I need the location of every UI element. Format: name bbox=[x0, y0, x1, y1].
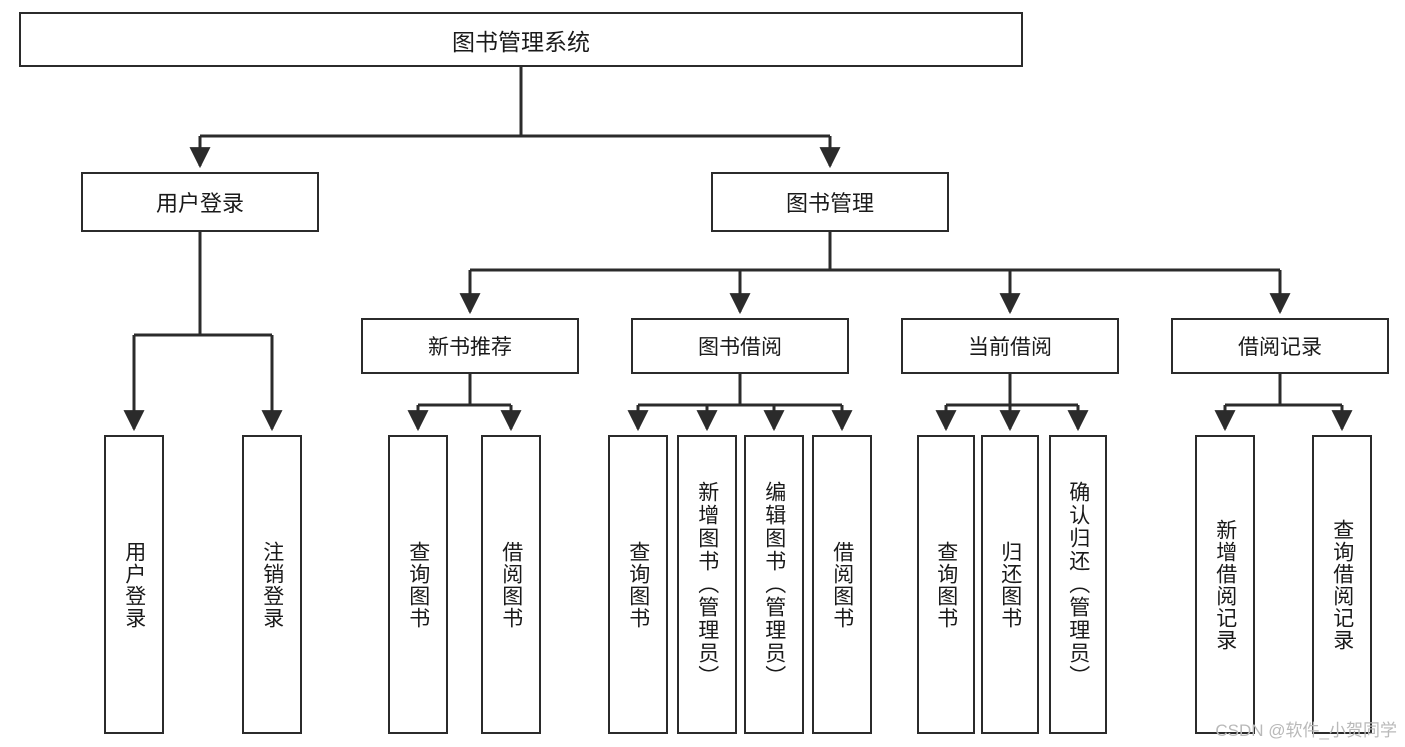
node-new-book-recommend[interactable]: 新书推荐 bbox=[361, 318, 579, 374]
node-leaf-return-book[interactable]: 归还图书 bbox=[981, 435, 1039, 734]
node-leaf-query-record-label: 查询借阅记录 bbox=[1330, 518, 1354, 651]
node-leaf-query-book-3[interactable]: 查询图书 bbox=[917, 435, 975, 734]
node-leaf-user-login-label: 用户登录 bbox=[122, 540, 146, 629]
node-leaf-query-book-2[interactable]: 查询图书 bbox=[608, 435, 668, 734]
node-new-book-recommend-label: 新书推荐 bbox=[428, 336, 512, 359]
node-borrow-record[interactable]: 借阅记录 bbox=[1171, 318, 1389, 374]
node-leaf-user-login[interactable]: 用户登录 bbox=[104, 435, 164, 734]
node-leaf-add-record[interactable]: 新增借阅记录 bbox=[1195, 435, 1255, 734]
node-book-manage[interactable]: 图书管理 bbox=[711, 172, 949, 232]
node-leaf-edit-book[interactable]: 编辑图书（管理员） bbox=[744, 435, 804, 734]
node-leaf-logout-label: 注销登录 bbox=[260, 540, 284, 629]
node-leaf-borrow-book-2-label: 借阅图书 bbox=[830, 540, 854, 629]
node-leaf-add-book[interactable]: 新增图书（管理员） bbox=[677, 435, 737, 734]
node-leaf-query-book-1-label: 查询图书 bbox=[406, 540, 430, 629]
node-borrow-record-label: 借阅记录 bbox=[1238, 336, 1322, 359]
node-root[interactable]: 图书管理系统 bbox=[19, 12, 1023, 67]
node-book-borrow-label: 图书借阅 bbox=[698, 336, 782, 359]
node-leaf-add-record-label: 新增借阅记录 bbox=[1213, 518, 1237, 651]
node-leaf-query-book-1[interactable]: 查询图书 bbox=[388, 435, 448, 734]
node-user-login-label: 用户登录 bbox=[155, 191, 244, 216]
node-book-borrow[interactable]: 图书借阅 bbox=[631, 318, 849, 374]
node-current-borrow-label: 当前借阅 bbox=[968, 336, 1052, 359]
node-root-label: 图书管理系统 bbox=[452, 28, 590, 55]
node-leaf-query-book-2-label: 查询图书 bbox=[626, 540, 650, 629]
node-leaf-edit-book-label: 编辑图书（管理员） bbox=[762, 481, 786, 688]
watermark-text: CSDN @软件_小贺同学 bbox=[1215, 721, 1397, 740]
node-leaf-add-book-label: 新增图书（管理员） bbox=[695, 481, 719, 688]
node-leaf-query-book-3-label: 查询图书 bbox=[934, 540, 958, 629]
node-book-manage-label: 图书管理 bbox=[785, 191, 874, 216]
node-current-borrow[interactable]: 当前借阅 bbox=[901, 318, 1119, 374]
node-leaf-borrow-book-1-label: 借阅图书 bbox=[499, 540, 523, 629]
node-leaf-return-book-label: 归还图书 bbox=[998, 540, 1022, 629]
node-leaf-borrow-book-1[interactable]: 借阅图书 bbox=[481, 435, 541, 734]
node-leaf-logout[interactable]: 注销登录 bbox=[242, 435, 302, 734]
node-leaf-query-record[interactable]: 查询借阅记录 bbox=[1312, 435, 1372, 734]
node-leaf-borrow-book-2[interactable]: 借阅图书 bbox=[812, 435, 872, 734]
node-user-login[interactable]: 用户登录 bbox=[81, 172, 319, 232]
node-leaf-confirm-return-label: 确认归还（管理员） bbox=[1066, 481, 1090, 688]
node-leaf-confirm-return[interactable]: 确认归还（管理员） bbox=[1049, 435, 1107, 734]
